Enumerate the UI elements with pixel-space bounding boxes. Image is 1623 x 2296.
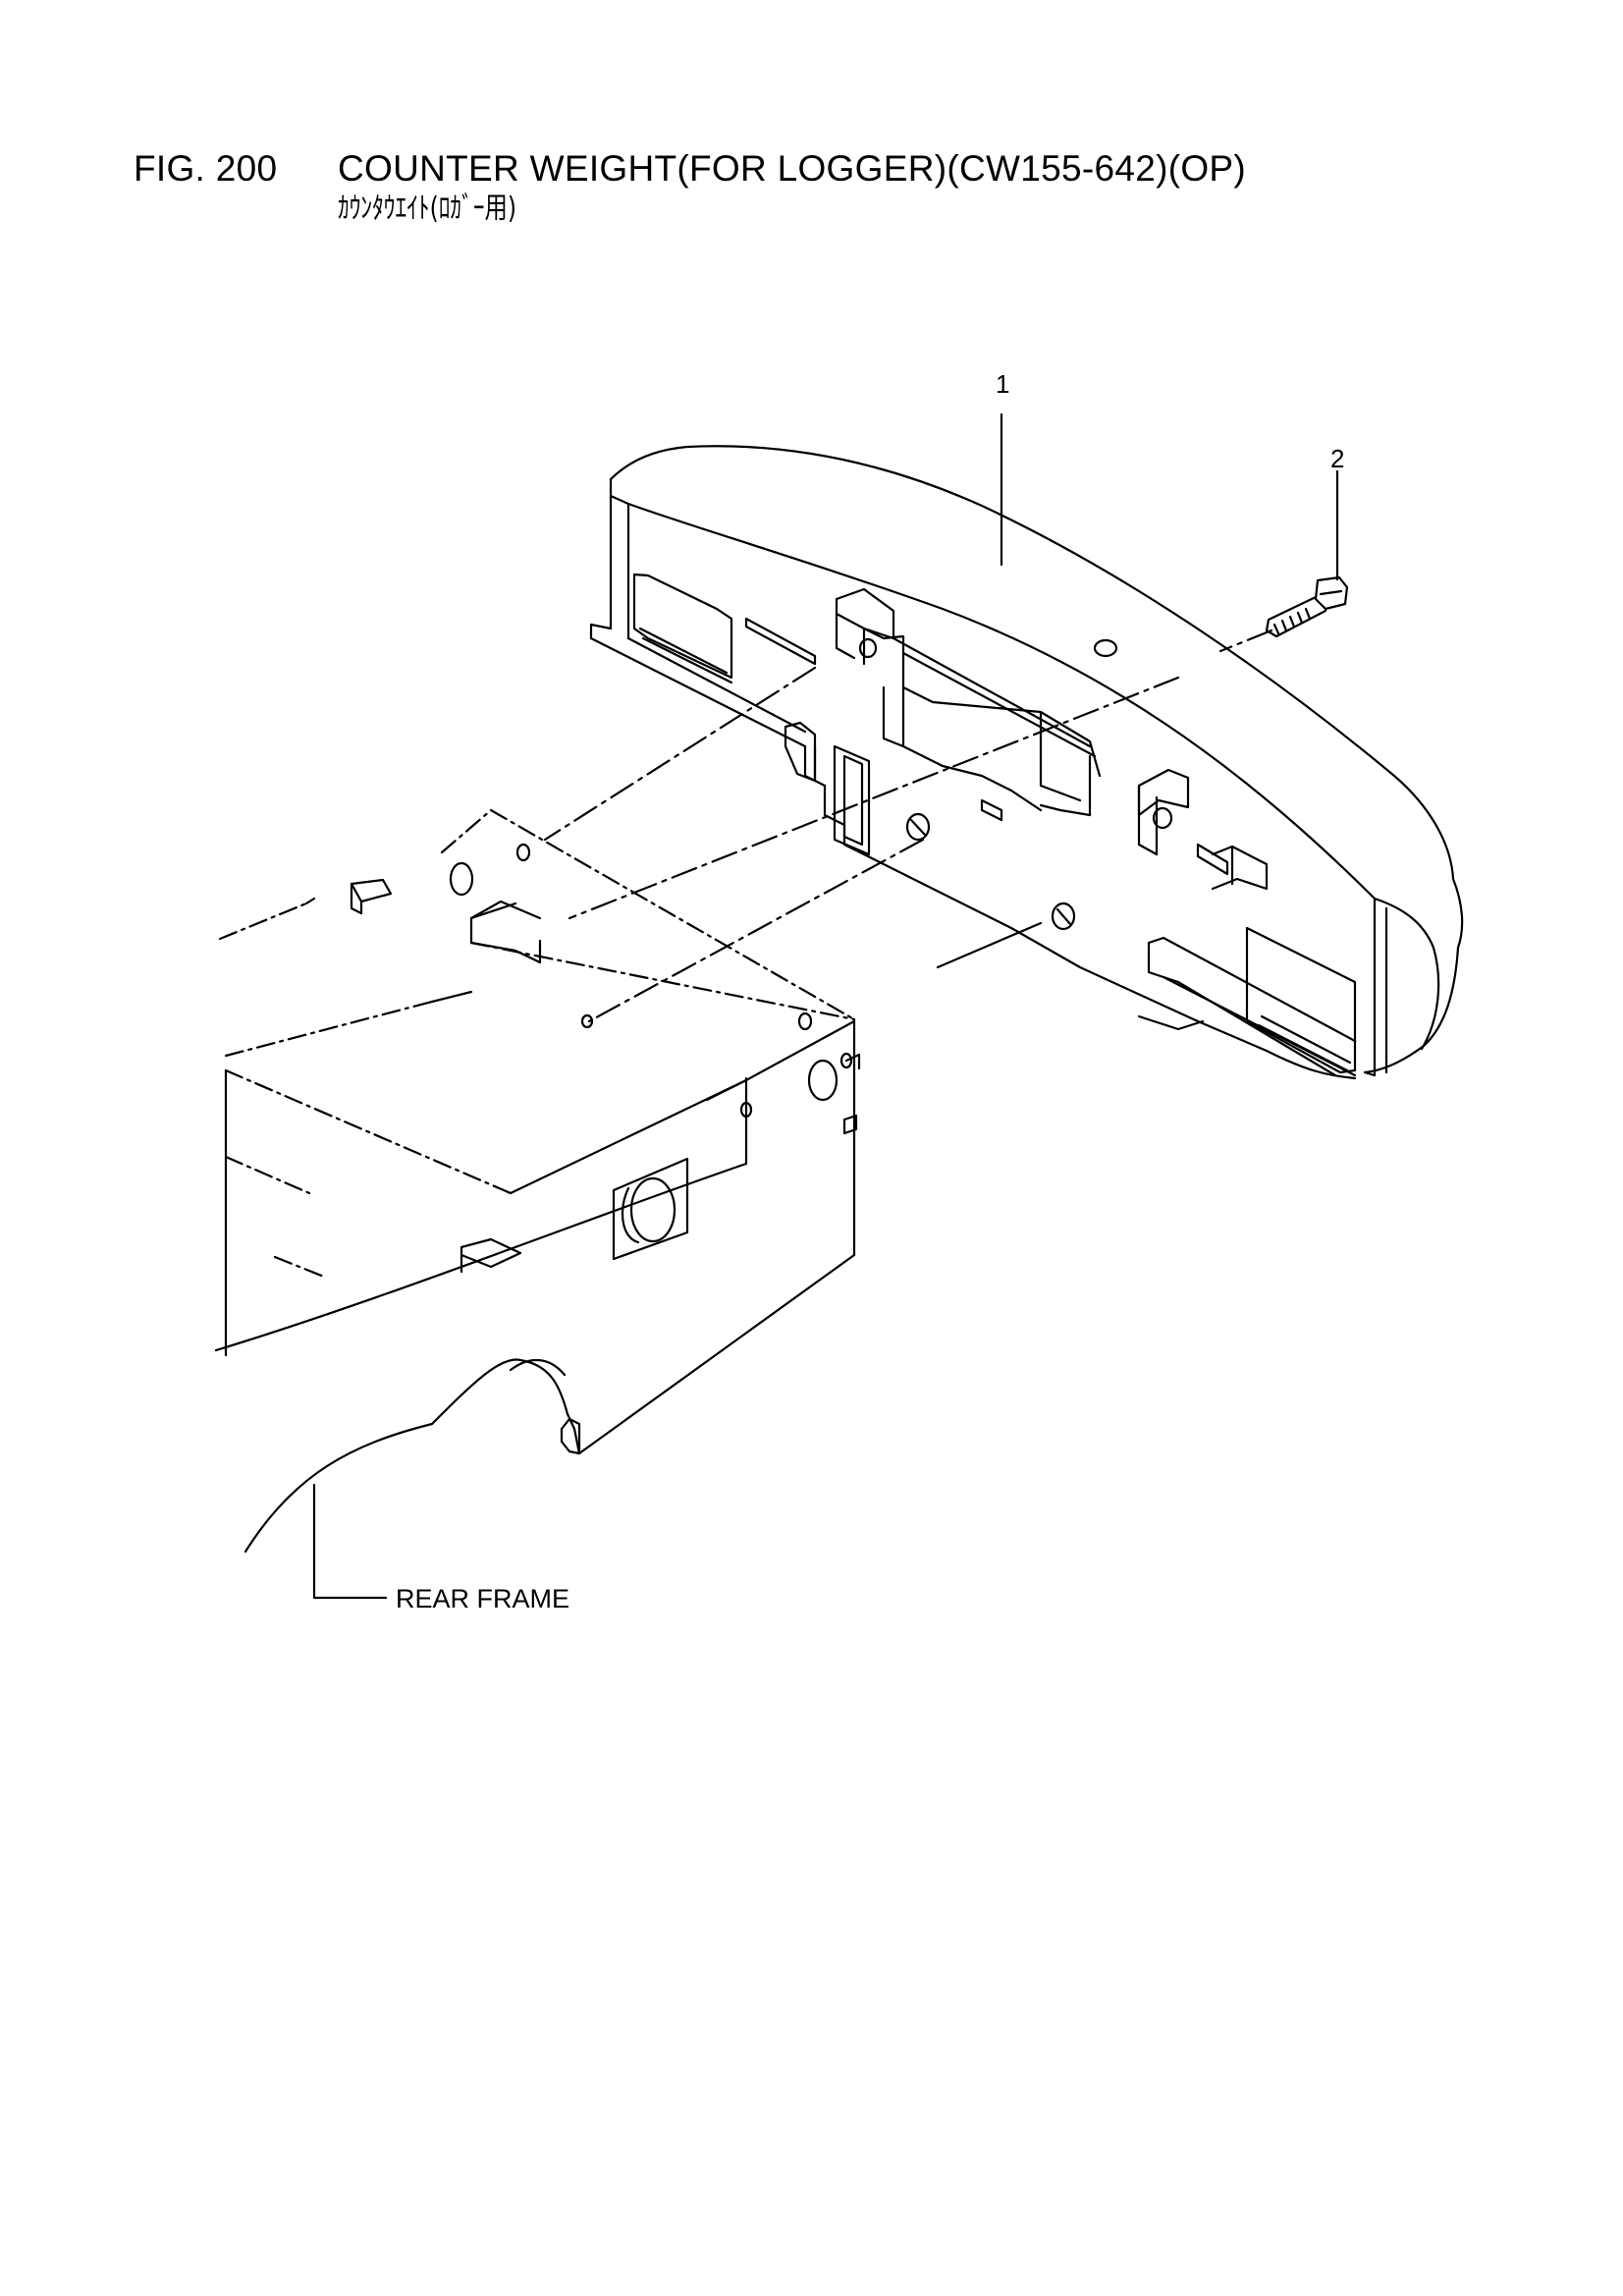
callout-leaders	[312, 412, 1339, 1600]
rear-frame-label: REAR FRAME	[396, 1584, 569, 1613]
figure-title: COUNTER WEIGHT(FOR LOGGER)(CW155-642)(OP…	[338, 148, 1247, 189]
callout-number-2: 2	[1330, 444, 1344, 473]
figure-number: FIG. 200	[134, 148, 278, 189]
figure-subtitle-japanese: ｶｳﾝﾀｳｴｲﾄ(ﾛｶﾞｰ用)	[338, 191, 517, 226]
rear-frame-part	[214, 808, 861, 1554]
bolt-part[interactable]	[1265, 575, 1349, 638]
callout-number-1: 1	[996, 369, 1009, 399]
figure-header: FIG. 200 COUNTER WEIGHT(FOR LOGGER)(CW15…	[134, 147, 1246, 228]
figure-title-line: FIG. 200 COUNTER WEIGHT(FOR LOGGER)(CW15…	[134, 147, 1246, 191]
counter-weight-part[interactable]	[589, 445, 1464, 1080]
assembly-guide-lines	[543, 629, 1273, 1023]
